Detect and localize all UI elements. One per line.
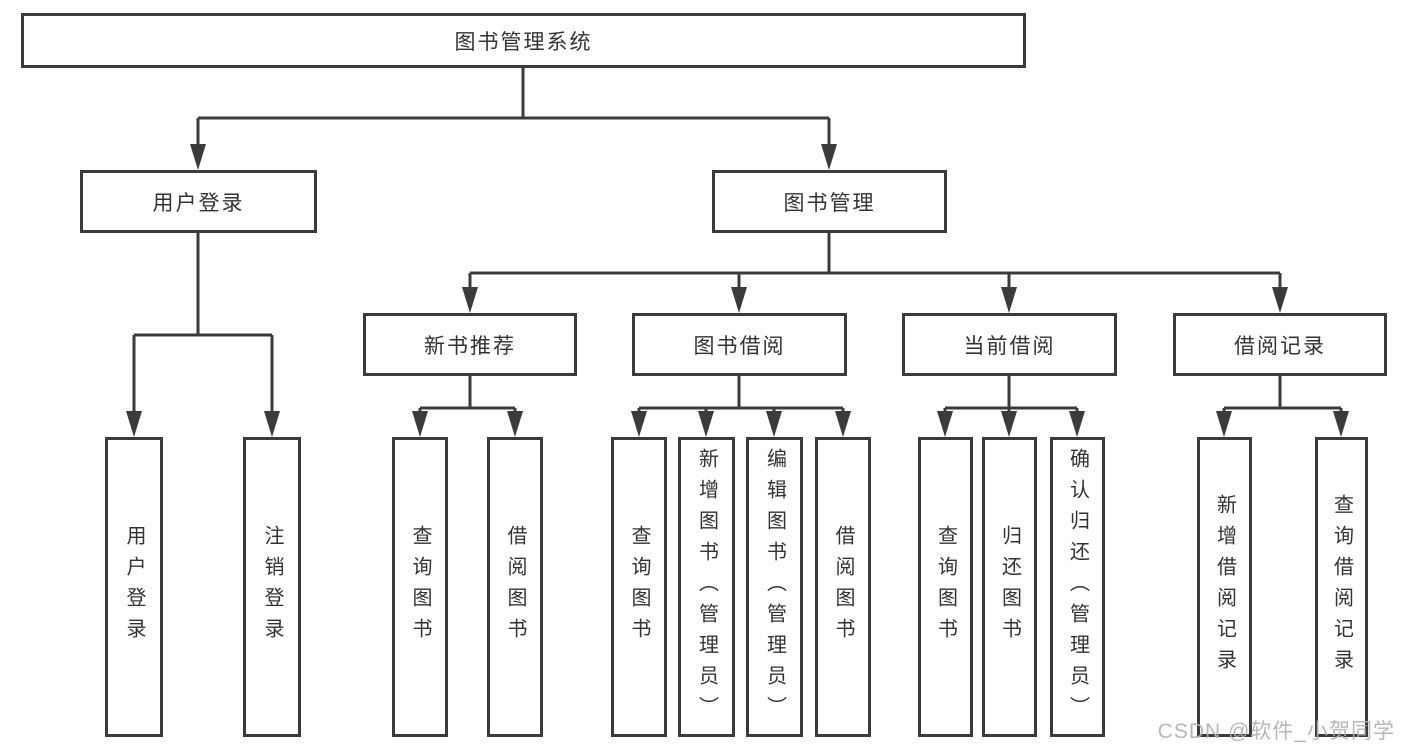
leaf-return-book-label: 归还图书 [998,525,1021,649]
node-borrow-record: 借阅记录 [1173,313,1387,376]
node-book-mgmt-label: 图书管理 [783,191,876,215]
node-current-borrow: 当前借阅 [902,313,1117,376]
leaf-user-login: 用户登录 [105,437,163,737]
leaf-confirm-return-admin-label: 确认归还（管理员） [1066,447,1089,727]
node-current-borrow-label: 当前借阅 [963,334,1056,358]
leaf-add-borrow-record: 新增借阅记录 [1197,437,1252,737]
leaf-current-query-book: 查询图书 [918,437,973,737]
leaf-edit-book-admin: 编辑图书（管理员） [746,437,803,737]
node-new-book-rec: 新书推荐 [363,313,577,376]
leaf-current-query-book-label: 查询图书 [934,525,957,649]
leaf-newrec-borrow-book: 借阅图书 [487,437,543,737]
leaf-newrec-borrow-book-label: 借阅图书 [504,525,526,649]
node-user-login: 用户登录 [80,170,317,233]
leaf-borrow-book-label: 借阅图书 [832,525,854,649]
leaf-add-book-admin-label: 新增图书（管理员） [695,447,718,727]
connector-arrowheads [126,144,1349,437]
node-borrow-record-label: 借阅记录 [1234,334,1326,358]
node-root: 图书管理系统 [21,13,1026,68]
leaf-query-borrow-record: 查询借阅记录 [1315,437,1368,737]
leaf-add-book-admin: 新增图书（管理员） [678,437,735,737]
leaf-logout-label: 注销登录 [261,525,283,649]
leaf-newrec-query-book: 查询图书 [392,437,448,737]
node-book-mgmt: 图书管理 [712,170,947,233]
leaf-borrow-query-book: 查询图书 [611,437,667,737]
leaf-borrow-book: 借阅图书 [815,437,871,737]
leaf-logout: 注销登录 [243,437,301,737]
leaf-user-login-label: 用户登录 [123,525,145,649]
node-book-borrow: 图书借阅 [632,313,847,376]
leaf-confirm-return-admin: 确认归还（管理员） [1050,437,1105,737]
leaf-newrec-query-book-label: 查询图书 [409,525,431,649]
leaf-borrow-query-book-label: 查询图书 [628,525,650,649]
leaf-add-borrow-record-label: 新增借阅记录 [1213,494,1236,680]
leaf-return-book: 归还图书 [982,437,1037,737]
node-user-login-label: 用户登录 [152,191,245,215]
leaf-query-borrow-record-label: 查询借阅记录 [1330,494,1353,680]
node-root-label: 图书管理系统 [454,30,593,54]
node-book-borrow-label: 图书借阅 [693,334,786,358]
node-new-book-rec-label: 新书推荐 [424,334,516,358]
leaf-edit-book-admin-label: 编辑图书（管理员） [763,447,786,727]
